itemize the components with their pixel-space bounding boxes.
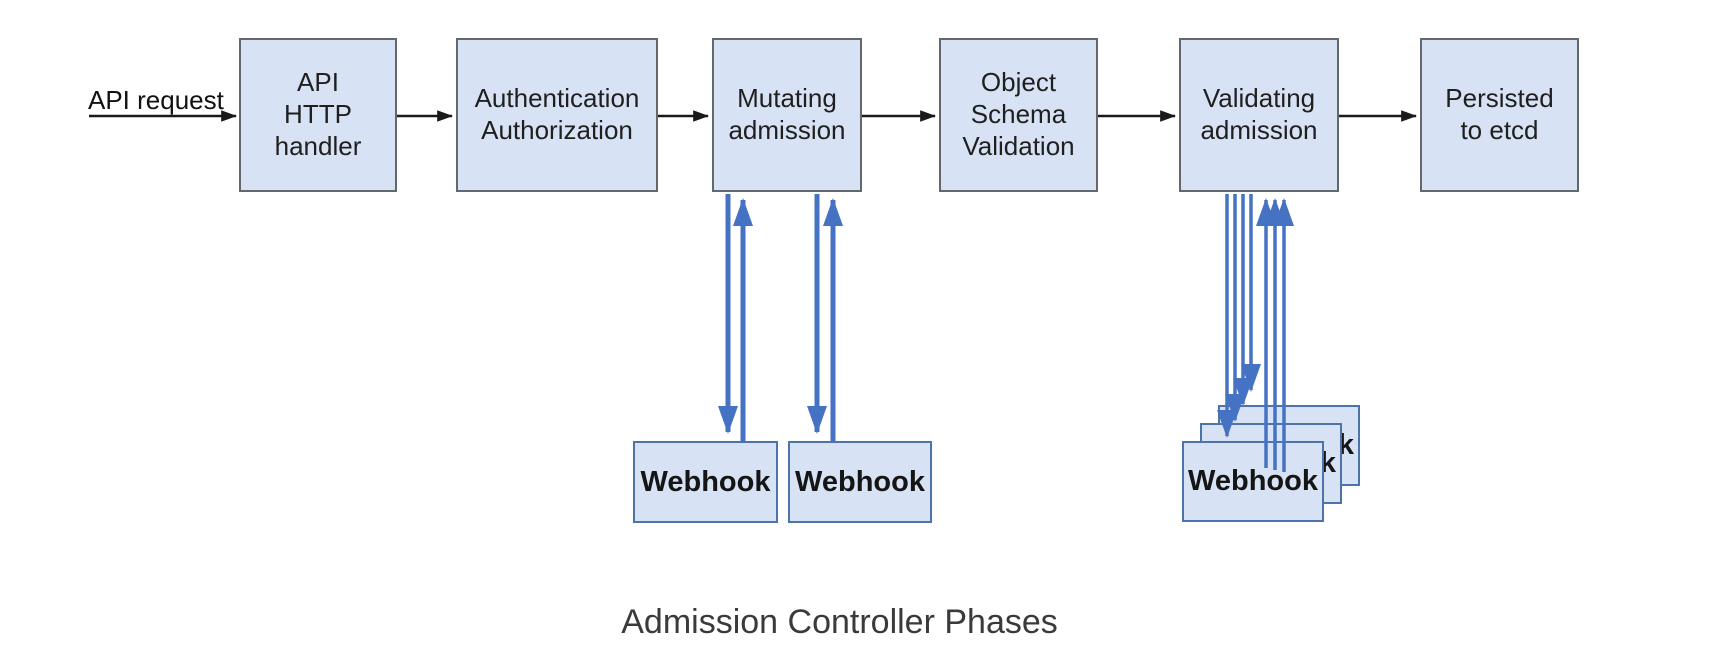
- api-request-label: API request: [88, 85, 224, 115]
- validating-webhook-box-front: Webhook: [1182, 441, 1324, 522]
- phase-box-validating-admission: Validating admission: [1179, 38, 1339, 192]
- mutating-webhook-box-2: Webhook: [788, 441, 932, 523]
- mutating-webhook-box-1: Webhook: [633, 441, 778, 523]
- phase-box-api-http-handler: API HTTP handler: [239, 38, 397, 192]
- phase-box-authn-authz: Authentication Authorization: [456, 38, 658, 192]
- phase-box-mutating-admission: Mutating admission: [712, 38, 862, 192]
- phase-box-persisted-to-etcd: Persisted to etcd: [1420, 38, 1579, 192]
- phase-box-object-schema-validation: Object Schema Validation: [939, 38, 1098, 192]
- diagram-caption: Admission Controller Phases: [621, 603, 1058, 641]
